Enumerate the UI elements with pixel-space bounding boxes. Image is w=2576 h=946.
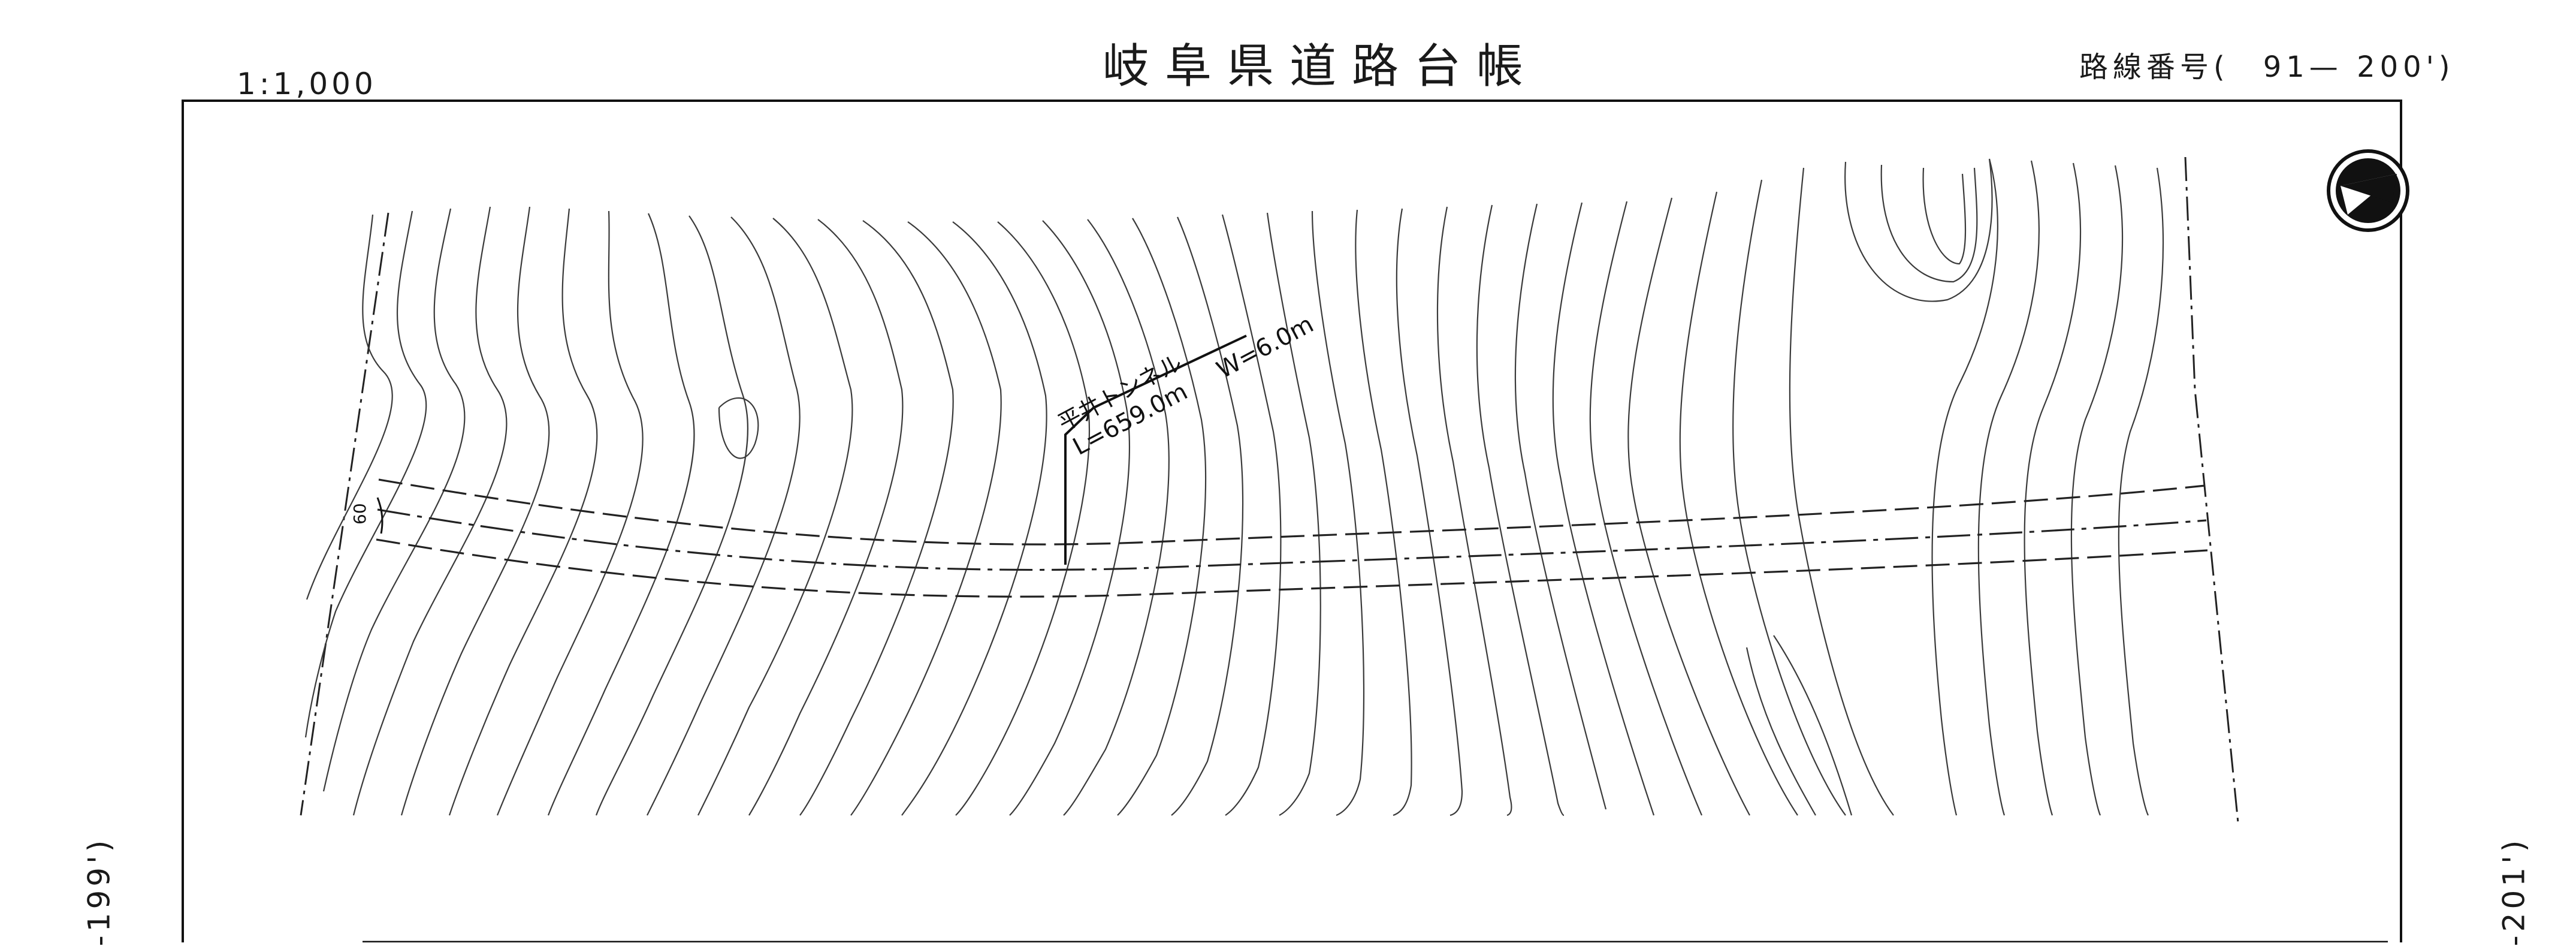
survey-boundary	[300, 156, 2239, 823]
road-edge-north	[378, 478, 2206, 546]
scale-label: 1:1,000	[237, 67, 377, 101]
document-title: 岐阜県道路台帳	[1103, 40, 1539, 94]
route-number: 路線番号( 91— 200')	[2079, 50, 2455, 84]
road-centerline	[377, 508, 2207, 571]
tunnel-width: W=6.0m	[1212, 311, 1318, 384]
tunnel-leader	[1064, 335, 1247, 565]
road-edge-south	[376, 538, 2208, 598]
north-arrow-icon	[2327, 149, 2409, 232]
map-frame	[182, 100, 2402, 942]
road-alignment	[376, 478, 2208, 598]
contour-lines	[304, 158, 2164, 817]
elevation-marker	[376, 497, 383, 534]
elevation-label: 60	[350, 503, 370, 525]
